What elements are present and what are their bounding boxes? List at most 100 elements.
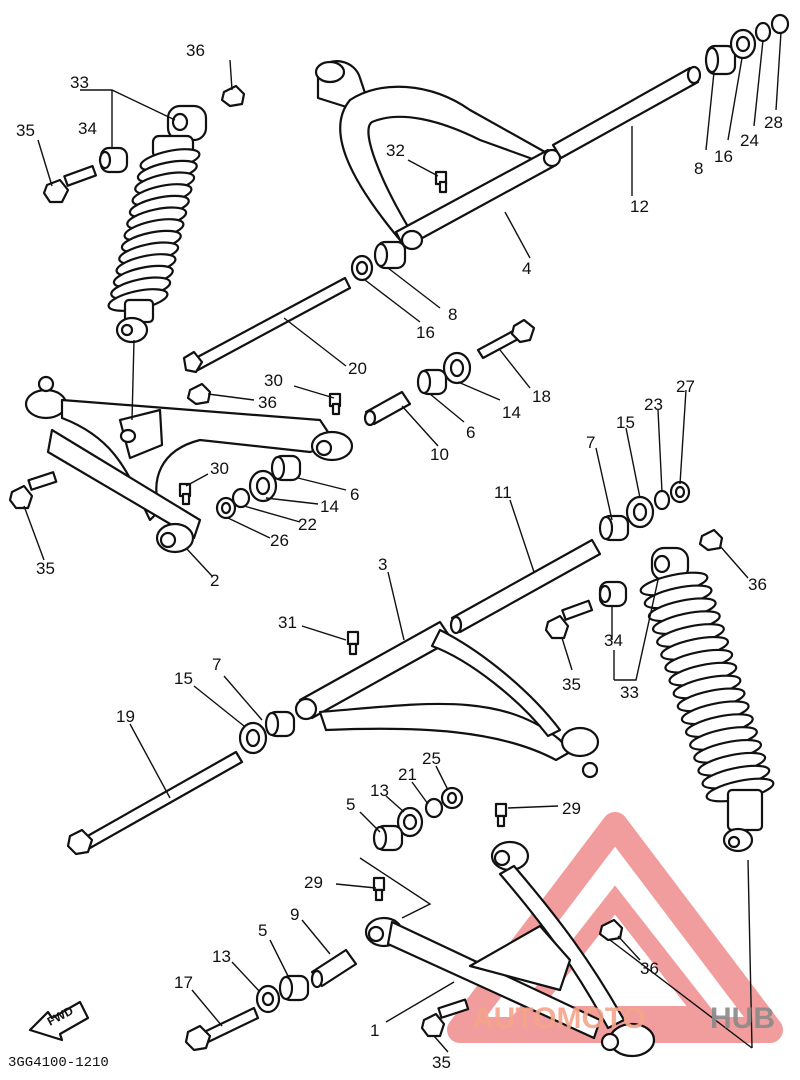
seal-14b — [248, 469, 278, 503]
leader-lines — [23, 31, 782, 1053]
nut-27 — [669, 480, 691, 504]
bolt-35d — [420, 998, 470, 1038]
callout-30: 30 — [210, 459, 229, 478]
grease-nipple-29a — [494, 802, 508, 828]
callout-24: 24 — [740, 131, 759, 150]
callout-11: 11 — [494, 483, 512, 502]
seal-15b — [238, 721, 268, 755]
seal-13a — [396, 806, 424, 838]
callout-28: 28 — [764, 113, 783, 132]
callout-33: 33 — [620, 683, 639, 702]
callout-1: 1 — [370, 1021, 379, 1040]
callout-36: 36 — [748, 575, 767, 594]
washer-24 — [754, 21, 772, 43]
seal-14a — [442, 351, 472, 385]
grease-nipple-29b — [372, 876, 386, 902]
collar-34b — [598, 580, 628, 608]
callout-29: 29 — [304, 873, 323, 892]
callout-36: 36 — [186, 41, 205, 60]
nut-28 — [770, 13, 790, 35]
seal-16a — [729, 28, 757, 60]
bush-7b — [264, 710, 296, 738]
watermark-text-b: HUB — [710, 1002, 775, 1035]
callout-30: 30 — [264, 371, 283, 390]
callout-3: 3 — [378, 555, 387, 574]
bush-7a — [598, 514, 630, 542]
nut-36a — [220, 84, 246, 108]
grease-nipple-31 — [346, 630, 360, 656]
callout-18: 18 — [532, 387, 551, 406]
callout-9: 9 — [290, 905, 299, 924]
callout-26: 26 — [270, 531, 289, 550]
bolt-17 — [184, 1006, 260, 1052]
nut-25 — [440, 786, 464, 810]
washer-23 — [653, 489, 671, 511]
callout-29: 29 — [562, 799, 581, 818]
callout-36: 36 — [640, 959, 659, 978]
bush-8b — [373, 240, 407, 270]
callout-36: 36 — [258, 393, 277, 412]
callout-labels: 36 33 34 35 32 4 12 8 16 24 28 8 16 20 1… — [16, 41, 783, 1072]
callout-22: 22 — [298, 515, 317, 534]
callout-20: 20 — [348, 359, 367, 378]
bolt-18 — [476, 318, 536, 360]
callout-13: 13 — [212, 947, 231, 966]
bolt-35a — [42, 164, 98, 204]
front-shock-absorber — [639, 546, 775, 853]
washer-21 — [424, 797, 444, 819]
callout-13: 13 — [370, 781, 389, 800]
seal-15a — [625, 495, 655, 529]
callout-14: 14 — [320, 497, 339, 516]
callout-16: 16 — [416, 323, 435, 342]
callout-21: 21 — [398, 765, 417, 784]
seal-13b — [255, 984, 281, 1014]
callout-34: 34 — [604, 631, 623, 650]
callout-14: 14 — [502, 403, 521, 422]
callout-25: 25 — [422, 749, 441, 768]
grease-nipple-32 — [434, 170, 448, 194]
bush-8a — [704, 44, 737, 76]
callout-34: 34 — [78, 119, 97, 138]
upper-a-arm-3 — [294, 620, 600, 779]
seal-16b — [350, 254, 374, 282]
callout-35: 35 — [562, 675, 581, 694]
grease-nipple-30b — [178, 482, 192, 506]
nut-36b — [186, 382, 212, 406]
collar — [98, 146, 129, 174]
callout-35: 35 — [16, 121, 35, 140]
nut-26 — [215, 496, 237, 520]
callout-8: 8 — [694, 159, 703, 178]
callout-5: 5 — [258, 921, 267, 940]
callout-35: 35 — [36, 559, 55, 578]
callout-5: 5 — [346, 795, 355, 814]
callout-32: 32 — [386, 141, 405, 160]
nut-36c — [698, 528, 724, 552]
callout-15: 15 — [616, 413, 635, 432]
bush-6a — [416, 368, 448, 396]
callout-35: 35 — [432, 1053, 451, 1072]
callout-33: 33 — [70, 73, 89, 92]
bush-5b — [278, 974, 310, 1002]
shaft-12 — [551, 65, 702, 160]
fwd-arrow-icon — [28, 1000, 90, 1042]
callout-19: 19 — [116, 707, 135, 726]
collar-10 — [363, 390, 412, 427]
callout-6: 6 — [350, 485, 359, 504]
washer-22 — [231, 487, 251, 509]
shaft-11 — [449, 538, 602, 635]
lower-a-arm-1 — [364, 840, 656, 1058]
callout-6: 6 — [466, 423, 475, 442]
lower-a-arm-2 — [24, 375, 354, 554]
callout-15: 15 — [174, 669, 193, 688]
bush-6b — [270, 454, 302, 482]
callout-23: 23 — [644, 395, 663, 414]
bolt-35b — [8, 471, 58, 510]
callout-2: 2 — [210, 571, 219, 590]
callout-8: 8 — [448, 305, 457, 324]
callout-27: 27 — [676, 377, 695, 396]
bolt-35c — [544, 599, 594, 640]
watermark-text-a: AUTOMOTO — [472, 1002, 646, 1035]
callout-7: 7 — [212, 655, 221, 674]
callout-12: 12 — [630, 197, 649, 216]
